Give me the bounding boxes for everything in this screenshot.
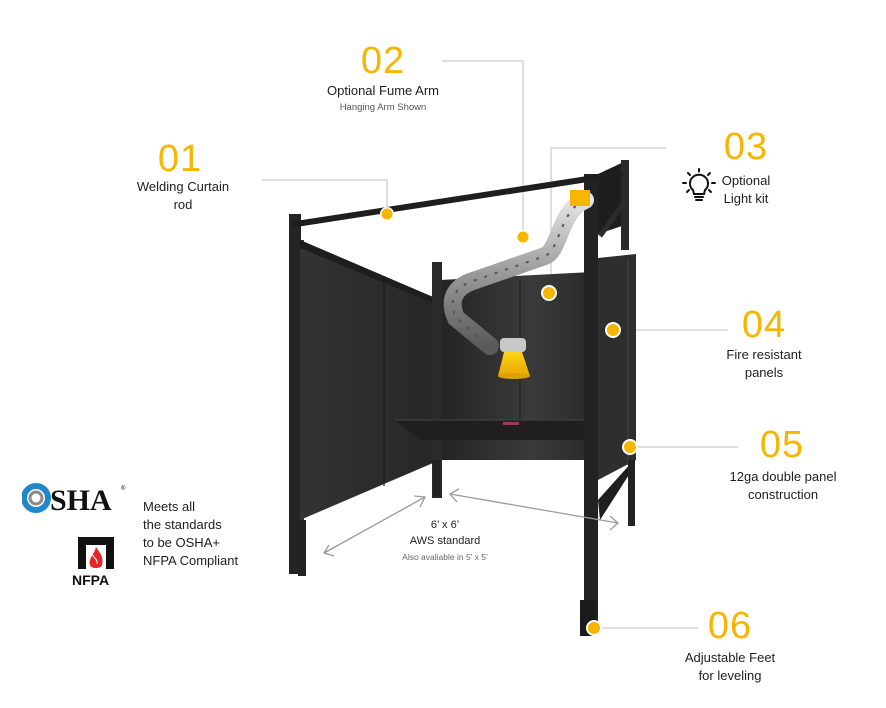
leader-lines xyxy=(262,60,738,629)
compliance-text: Meets all the standards to be OSHA+ NFPA… xyxy=(143,499,239,568)
callout-03-label: Optional Light kit xyxy=(721,173,771,206)
callout-06-number: 06 xyxy=(707,605,753,647)
light-bulb-icon xyxy=(682,168,716,201)
dimension-standard: AWS standard xyxy=(409,535,481,547)
osha-logo: SHA ® xyxy=(22,483,126,516)
dimension-note: Also avaliable in 5’ x 5’ xyxy=(402,552,488,562)
callout-04-number: 04 xyxy=(741,304,787,346)
dimension-size: 6’ x 6’ xyxy=(430,519,460,531)
svg-text:®: ® xyxy=(121,485,126,492)
nfpa-logo: NFPA xyxy=(72,537,114,588)
callout-02-label: Optional Fume Arm xyxy=(327,83,439,98)
dimension-arrows xyxy=(322,488,619,557)
callout-03-number: 03 xyxy=(723,126,769,168)
callout-05-number: 05 xyxy=(759,424,805,466)
callout-01-label: Welding Curtain rod xyxy=(136,179,230,212)
callout-02-sublabel: Hanging Arm Shown xyxy=(339,102,427,113)
callout-05-label: 12ga double panel construction xyxy=(729,469,837,502)
callout-dots xyxy=(380,207,638,636)
callout-04-label: Fire resistant panels xyxy=(726,347,802,380)
svg-text:SHA: SHA xyxy=(50,484,112,516)
callout-02-number: 02 xyxy=(360,40,406,82)
svg-text:NFPA: NFPA xyxy=(72,572,109,588)
callout-01-number: 01 xyxy=(157,138,203,180)
callout-06-label: Adjustable Feet for leveling xyxy=(684,650,776,683)
